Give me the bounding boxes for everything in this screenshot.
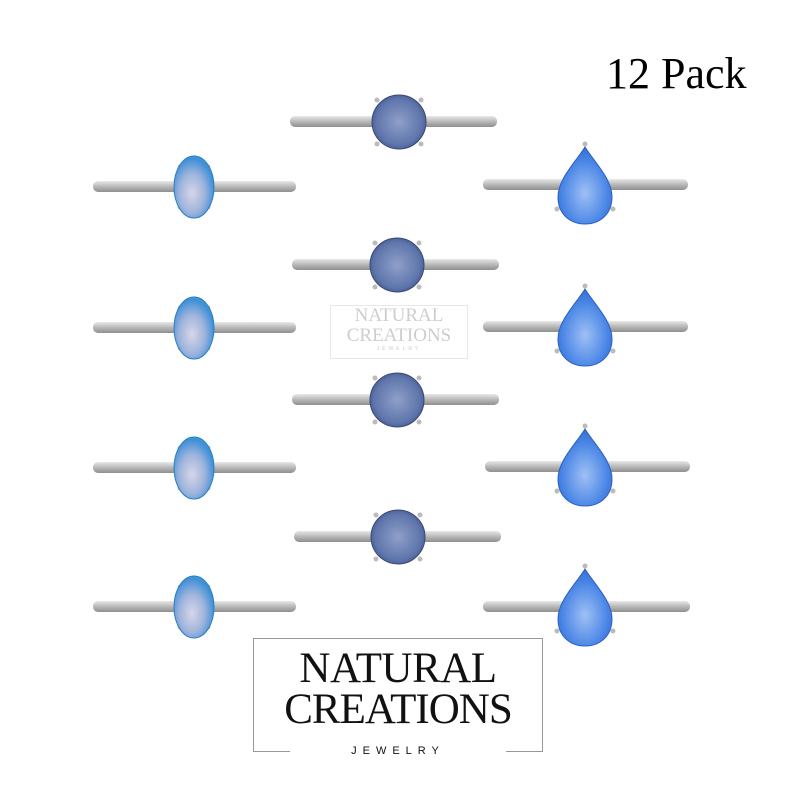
pack-count-title: 12 Pack [606, 49, 747, 98]
prong [417, 512, 423, 518]
round-opal-stone [369, 237, 425, 293]
prong [610, 488, 616, 494]
prong [554, 628, 560, 634]
prong [582, 563, 588, 569]
prong [610, 348, 616, 354]
prong [372, 419, 378, 425]
watermark-logo: NATURAL CREATIONS JEWELRY [330, 305, 468, 359]
prong [416, 375, 422, 381]
prong [610, 628, 616, 634]
prong [554, 348, 560, 354]
pear-opal-stone [557, 428, 613, 507]
oval-opal-ring [93, 436, 296, 500]
prong [582, 141, 588, 147]
watermark-line3: JEWELRY [376, 346, 422, 352]
round-opal-ring [294, 509, 501, 565]
oval-opal-ring [93, 155, 296, 219]
prong [554, 206, 560, 212]
prong [418, 97, 424, 103]
round-opal-stone [369, 372, 425, 428]
oval-opal-stone [173, 155, 215, 219]
prong [373, 556, 379, 562]
logo-line3: JEWELRY [290, 744, 506, 758]
pear-opal-stone [557, 146, 613, 225]
prong [372, 240, 378, 246]
round-opal-stone [370, 509, 426, 565]
pear-opal-ring [485, 423, 690, 507]
prong [610, 206, 616, 212]
pear-opal-stone [557, 568, 613, 647]
round-opal-ring [290, 94, 497, 150]
round-opal-ring [292, 237, 499, 293]
oval-opal-ring [93, 575, 296, 639]
round-opal-ring [292, 372, 499, 428]
prong [416, 419, 422, 425]
prong [372, 375, 378, 381]
oval-opal-stone [173, 436, 215, 500]
logo-line1: NATURAL [299, 645, 497, 692]
prong [582, 283, 588, 289]
prong [372, 284, 378, 290]
prong [417, 556, 423, 562]
prong [373, 512, 379, 518]
prong [582, 423, 588, 429]
prong [554, 488, 560, 494]
logo-line2: CREATIONS [284, 686, 513, 733]
watermark-line1: NATURAL [354, 305, 444, 326]
prong [418, 141, 424, 147]
brand-logo: NATURAL CREATIONS JEWELRY [253, 638, 543, 758]
pear-opal-ring [483, 141, 688, 225]
prong [374, 97, 380, 103]
prong [416, 240, 422, 246]
oval-opal-ring [93, 296, 296, 360]
prong [416, 284, 422, 290]
pear-opal-stone [557, 288, 613, 367]
pear-opal-ring [483, 563, 690, 647]
round-opal-stone [371, 94, 427, 150]
oval-opal-stone [173, 296, 215, 360]
prong [374, 141, 380, 147]
oval-opal-stone [173, 575, 215, 639]
watermark-line2: CREATIONS [346, 325, 452, 346]
pear-opal-ring [483, 283, 688, 367]
